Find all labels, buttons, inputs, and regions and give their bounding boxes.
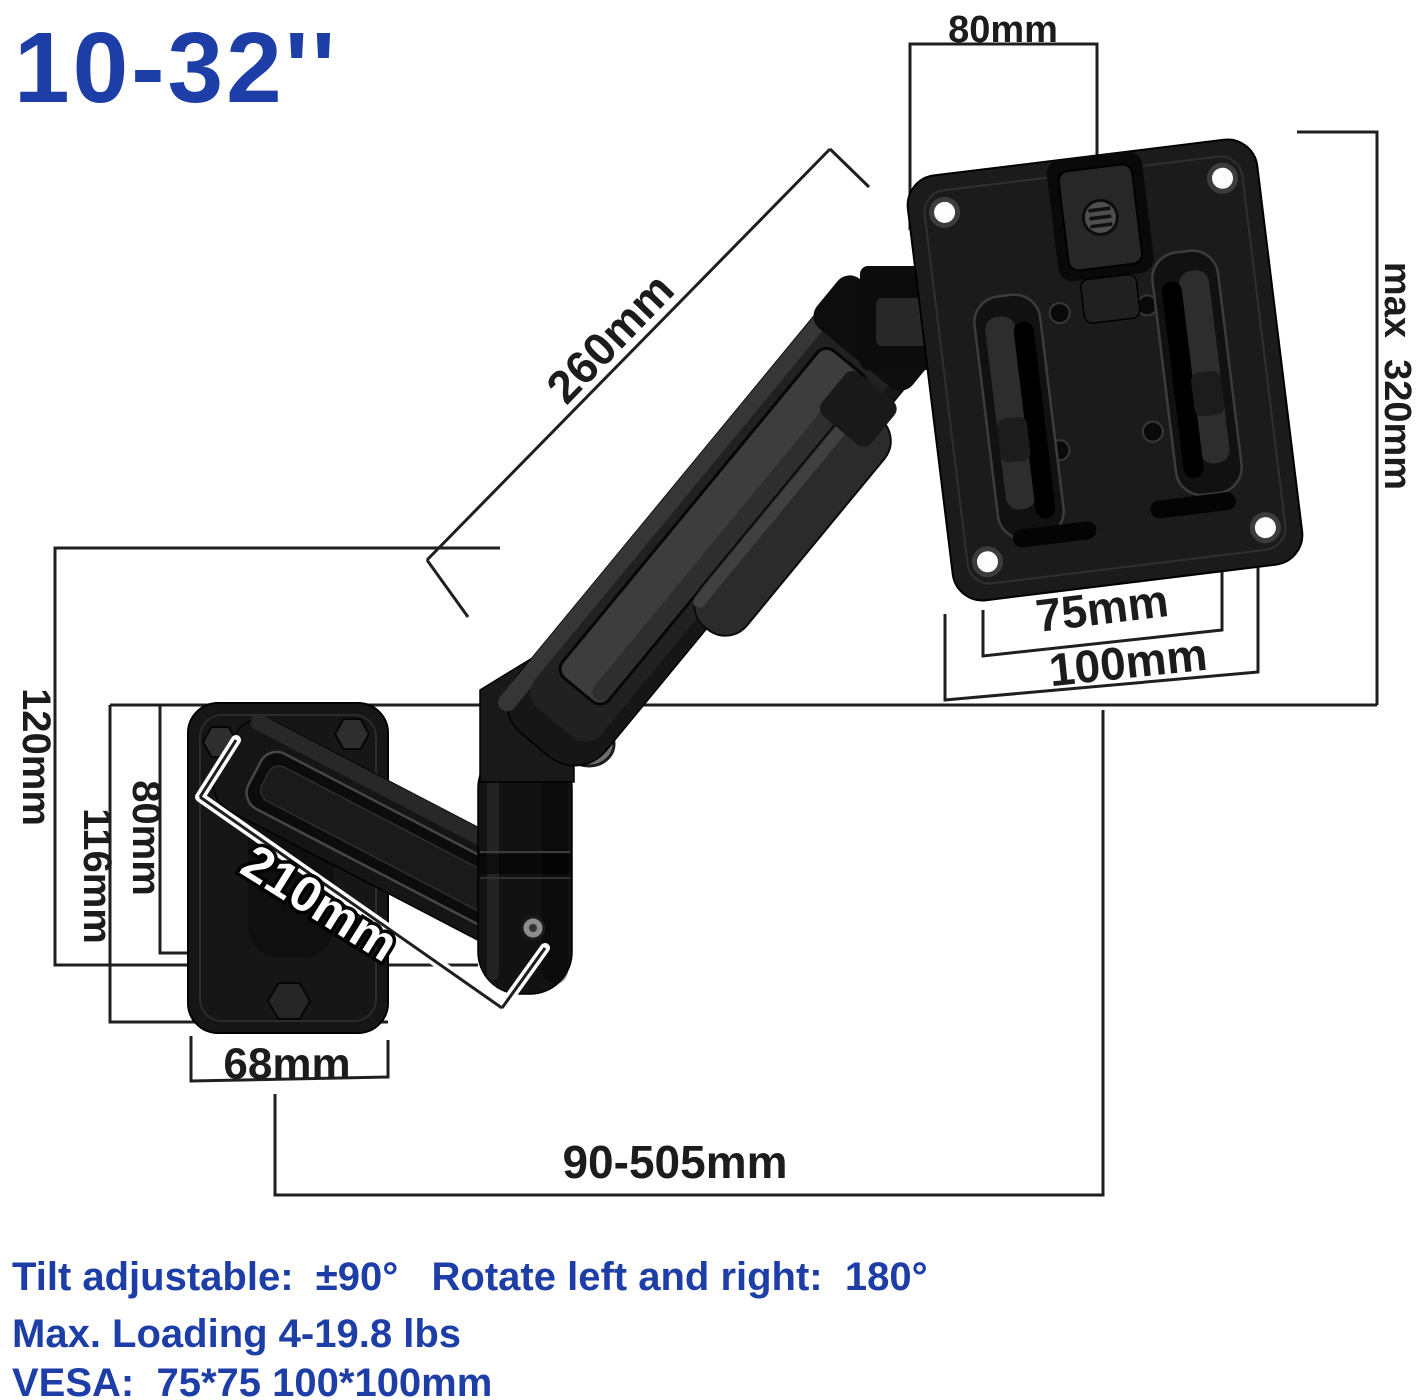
dim-bracket-90-505mm: [273, 710, 1105, 1197]
vesa-small-hole: [1141, 420, 1164, 443]
vesa-corner-hole-bl: [971, 546, 1003, 578]
head-joint-notch: [876, 298, 932, 346]
dim-label-100mm: 100mm: [1046, 628, 1209, 696]
gas-spring-handle: [693, 370, 897, 637]
dim-label-80mm-top: 80mm: [948, 9, 1058, 51]
vesa-corner-hole-br: [1249, 512, 1281, 544]
slot-rail-right: [1179, 270, 1230, 464]
slot-opening-left: [1013, 321, 1056, 519]
dim-bracket-75mm: [981, 568, 1224, 658]
page-title: 10-32'': [14, 12, 338, 124]
latch-tab: [1080, 273, 1141, 324]
dim-label-80mm-left: 80mm: [124, 780, 168, 896]
slot-notch-right: [1190, 370, 1225, 417]
dim-line-260mm: [425, 147, 871, 618]
spec-vesa: VESA: 75*75 100*100mm: [12, 1361, 492, 1400]
dim-label-90-505mm: 90-505mm: [562, 1136, 787, 1188]
bottom-slot-left: [1012, 521, 1097, 548]
dim-bracket-100mm: [943, 556, 1260, 702]
slot-notch-left: [997, 416, 1031, 463]
dim-bracket-max-320mm: [1297, 130, 1379, 705]
slot-opening-right: [1161, 281, 1204, 478]
vesa-corner-hole-tr: [1207, 162, 1239, 194]
dim-label-260mm: 260mm: [536, 263, 684, 413]
dim-label-max-320mm: max 320mm: [1376, 262, 1416, 490]
dim-bracket-68mm: [189, 1036, 390, 1083]
dim-label-68mm: 68mm: [223, 1040, 350, 1089]
dim-bracket-80mm-top: [908, 42, 1099, 230]
hex-bolt-top-right: [333, 718, 371, 750]
vesa-small-hole: [1048, 302, 1071, 325]
upper-arm: [498, 275, 937, 767]
vesa-corner-hole-tl: [929, 196, 961, 228]
dim-210mm-overlay: [195, 735, 550, 1013]
dim-label-120mm: 120mm: [14, 688, 58, 826]
handle-hook: [819, 370, 897, 447]
vesa-plate: [906, 138, 1304, 602]
spec-tilt-rotate: Tilt adjustable: ±90° Rotate left and ri…: [12, 1255, 928, 1299]
upper-arm-panel-shade: [592, 375, 864, 701]
spec-max-loading: Max. Loading 4-19.8 lbs: [12, 1312, 461, 1356]
slot-rail-left: [985, 316, 1036, 510]
bottom-slot-right: [1150, 492, 1236, 519]
handle-highlight: [693, 412, 857, 608]
dim-label-116mm: 116mm: [75, 808, 119, 944]
post-ring-band: [478, 854, 572, 874]
post-screw-center: [529, 924, 537, 932]
hex-bolt-bottom: [266, 982, 312, 1020]
latch-screw-slots: [1088, 206, 1113, 229]
upper-arm-top-highlight: [498, 282, 855, 712]
dim-line-210mm: [198, 739, 547, 1010]
